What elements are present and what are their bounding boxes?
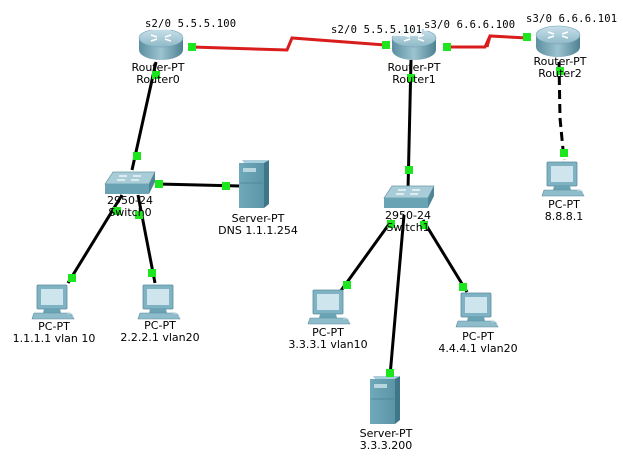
device-type: Router-PT [131,61,185,74]
device-type: Server-PT [231,212,285,225]
router1-label: Router-PT Router1 [372,62,456,86]
router2-label: Router-PT Router2 [518,56,602,80]
device-name: 3.3.3.1 vlan10 [288,338,368,351]
switch0-icon[interactable] [104,171,156,194]
port-up-indicator [459,283,467,291]
interface-label-router1-s2: s2/0 5.5.5.101 [331,24,423,36]
server-dns-label: Server-PT DNS 1.1.1.254 [205,213,311,237]
port-up-indicator [387,220,395,228]
serial-link-router0-router1[interactable] [191,36,386,52]
router0-label: Router-PT Router0 [116,62,200,86]
server2-label: Server-PT 3.3.3.200 [346,428,426,452]
device-type: Server-PT [359,427,413,440]
router2-icon[interactable] [535,25,581,57]
device-name: 1.1.1.1 vlan 10 [12,332,96,345]
pc1-icon[interactable] [31,284,75,320]
port-up-indicator [152,71,160,79]
pc4-icon[interactable] [455,292,499,328]
port-up-indicator [407,74,415,82]
device-type: PC-PT [38,320,70,333]
device-name: Router2 [538,67,582,80]
pc2-label: PC-PT 2.2.2.1 vlan20 [112,320,208,344]
link-switch1-server2[interactable] [388,214,406,377]
port-up-indicator [420,221,428,229]
pc1-label: PC-PT 1.1.1.1 vlan 10 [4,321,104,345]
server2-icon[interactable] [370,376,400,424]
device-type: Router-PT [387,61,441,74]
interface-label-router0-s2: s2/0 5.5.5.100 [145,18,237,30]
device-type: PC-PT [312,326,344,339]
port-up-indicator [68,274,76,282]
interface-label-router2-s3: s3/0 6.6.6.101 [526,13,618,25]
port-up-indicator [155,180,163,188]
link-switch0-pc2[interactable] [136,194,157,284]
port-up-indicator [188,43,196,51]
port-up-indicator [133,152,141,160]
device-type: Router-PT [533,55,587,68]
port-up-indicator [135,211,143,219]
device-name: Switch0 [108,206,152,219]
device-name: Switch1 [386,221,430,234]
device-name: 3.3.3.200 [359,439,413,452]
device-type: PC-PT [462,330,494,343]
device-name: 2.2.2.1 vlan20 [120,331,200,344]
port-up-indicator [386,369,394,377]
device-name: 4.4.4.1 vlan20 [438,342,518,355]
port-up-indicator [560,149,568,157]
device-name: 8.8.8.1 [544,210,584,223]
port-up-indicator [148,269,156,277]
pc5-label: PC-PT 8.8.8.1 [532,199,596,223]
crossover-link-router2-pc5[interactable] [557,61,566,161]
switch1-label: 2950-24 Switch1 [368,210,448,234]
pc3-label: PC-PT 3.3.3.1 vlan10 [280,327,376,351]
device-type: 2950-24 [107,194,153,207]
port-up-indicator [113,207,121,215]
device-name: Router0 [136,73,180,86]
port-up-indicator [405,166,413,174]
device-name: DNS 1.1.1.254 [218,224,298,237]
pc4-label: PC-PT 4.4.4.1 vlan20 [430,331,526,355]
device-type: PC-PT [548,198,580,211]
switch0-label: 2950-24 Switch0 [90,195,170,219]
pc3-icon[interactable] [307,289,351,325]
port-up-indicator [556,67,564,75]
link-switch1-pc4[interactable] [421,219,469,293]
switch1-icon[interactable] [383,185,435,208]
server-dns-icon[interactable] [239,160,269,208]
pc5-icon[interactable] [541,161,585,197]
router0-icon[interactable] [138,28,184,60]
port-up-indicator [343,281,351,289]
pc2-icon[interactable] [137,284,181,320]
device-type: PC-PT [144,319,176,332]
port-up-indicator [222,182,230,190]
port-up-indicator [382,41,390,49]
port-up-indicator [523,33,531,41]
device-type: 2950-24 [385,209,431,222]
port-up-indicator [443,43,451,51]
link-switch1-pc3[interactable] [338,219,394,293]
serial-link-router1-router2[interactable] [447,34,528,49]
interface-label-router1-s3: s3/0 6.6.6.100 [424,19,516,31]
device-name: Router1 [392,73,436,86]
